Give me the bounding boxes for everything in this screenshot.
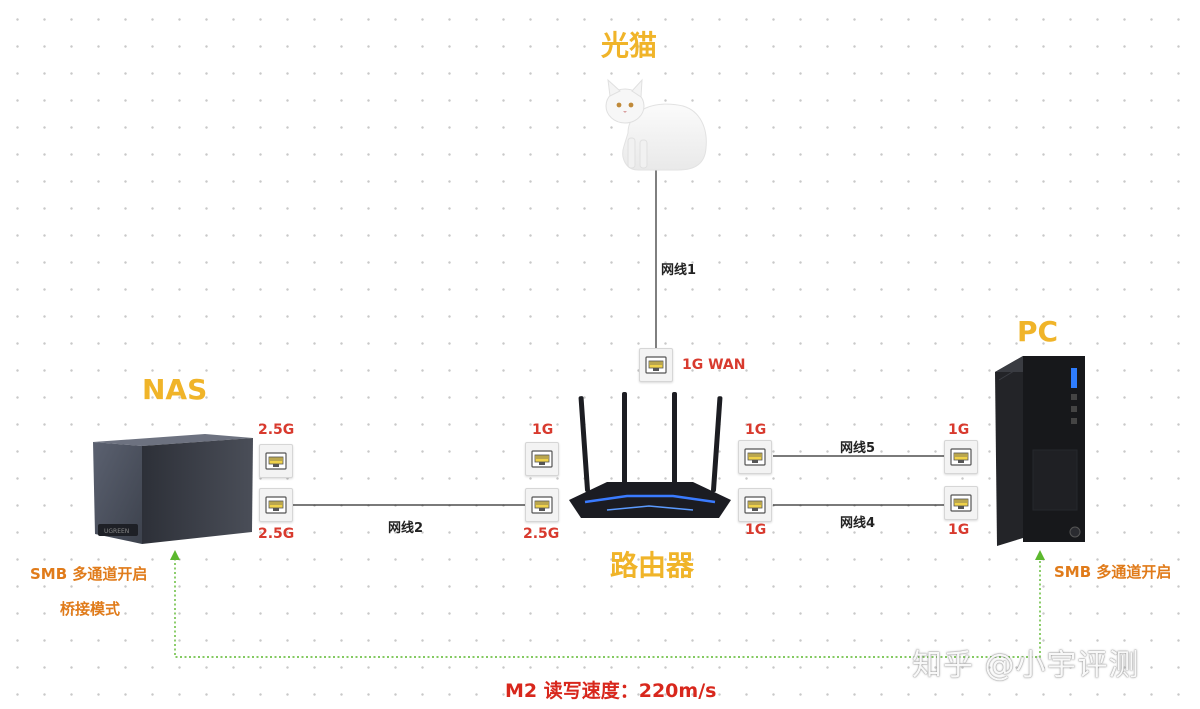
- nas-image: UGREEN: [90, 428, 255, 546]
- pc-tower-icon: [995, 356, 1085, 546]
- pc-smb-note: SMB 多通道开启: [1054, 563, 1172, 581]
- router-icon: [569, 392, 731, 518]
- nas-port-bottom-icon: [259, 488, 293, 522]
- cable-5-label: 网线5: [840, 441, 876, 456]
- nas-smb-note: SMB 多通道开启: [30, 565, 148, 583]
- nas-bridge-note: 桥接模式: [60, 600, 121, 618]
- nas-port-bottom-label: 2.5G: [258, 526, 295, 542]
- nas-title: NAS: [142, 373, 208, 406]
- router-title: 路由器: [610, 549, 695, 582]
- pc-image: [993, 350, 1088, 548]
- cable-2-label: 网线2: [388, 521, 424, 536]
- pc-port-top-icon: [944, 440, 978, 474]
- nas-port-top-label: 2.5G: [258, 422, 295, 438]
- arrow-up-right-icon: [1035, 550, 1045, 560]
- arrow-up-left-icon: [170, 550, 180, 560]
- pc-title: PC: [1017, 315, 1059, 348]
- router-right-bottom-port-icon: [738, 488, 772, 522]
- cable-4-label: 网线4: [840, 516, 876, 531]
- speed-note: M2 读写速度：220m/s: [505, 680, 717, 702]
- modem-image: [598, 78, 710, 172]
- router-right-bottom-label: 1G: [745, 522, 767, 538]
- router-left-bottom-label: 2.5G: [523, 526, 560, 542]
- modem-title: 光猫: [601, 29, 658, 62]
- pc-port-bottom-icon: [944, 486, 978, 520]
- watermark: 知乎 @小宇评测: [912, 648, 1140, 683]
- router-right-top-label: 1G: [745, 422, 767, 438]
- pc-port-bottom-label: 1G: [948, 522, 970, 538]
- router-right-top-port-icon: [738, 440, 772, 474]
- cat-icon: [605, 78, 707, 171]
- nas-port-top-icon: [259, 444, 293, 478]
- router-left-top-label: 1G: [532, 422, 554, 438]
- router-left-bottom-port-icon: [525, 488, 559, 522]
- router-wan-port-icon: [639, 348, 673, 382]
- router-left-top-port-icon: [525, 442, 559, 476]
- router-wan-port-label: 1G WAN: [682, 357, 746, 373]
- nas-device-icon: UGREEN: [93, 434, 253, 544]
- smb-link-line: [174, 554, 1041, 658]
- cable-1-label: 网线1: [661, 263, 697, 278]
- svg-text:UGREEN: UGREEN: [104, 528, 129, 535]
- router-image: [567, 390, 733, 525]
- pc-port-top-label: 1G: [948, 422, 970, 438]
